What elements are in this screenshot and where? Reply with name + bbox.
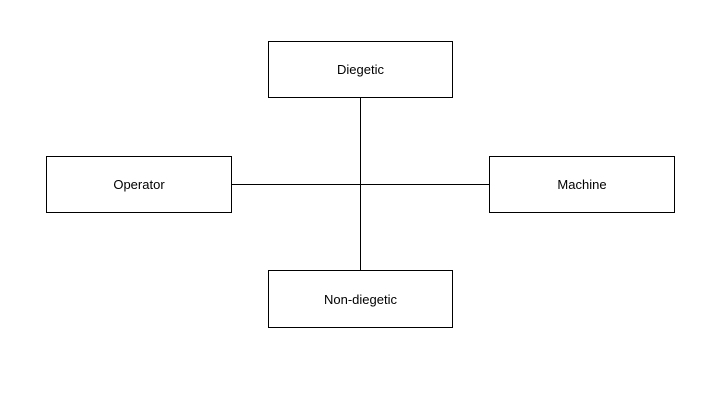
- machine-node-label: Machine: [557, 177, 607, 192]
- diegetic-node-label: Diegetic: [337, 62, 384, 77]
- non-diegetic-node-label: Non-diegetic: [324, 291, 397, 307]
- operator-node: Operator: [46, 156, 232, 213]
- machine-node: Machine: [489, 156, 675, 213]
- non-diegetic-node: Non-diegetic: [268, 270, 453, 328]
- diegetic-node: Diegetic: [268, 41, 453, 98]
- operator-node-label: Operator: [113, 177, 165, 192]
- horizontal-axis-connector: [231, 184, 489, 185]
